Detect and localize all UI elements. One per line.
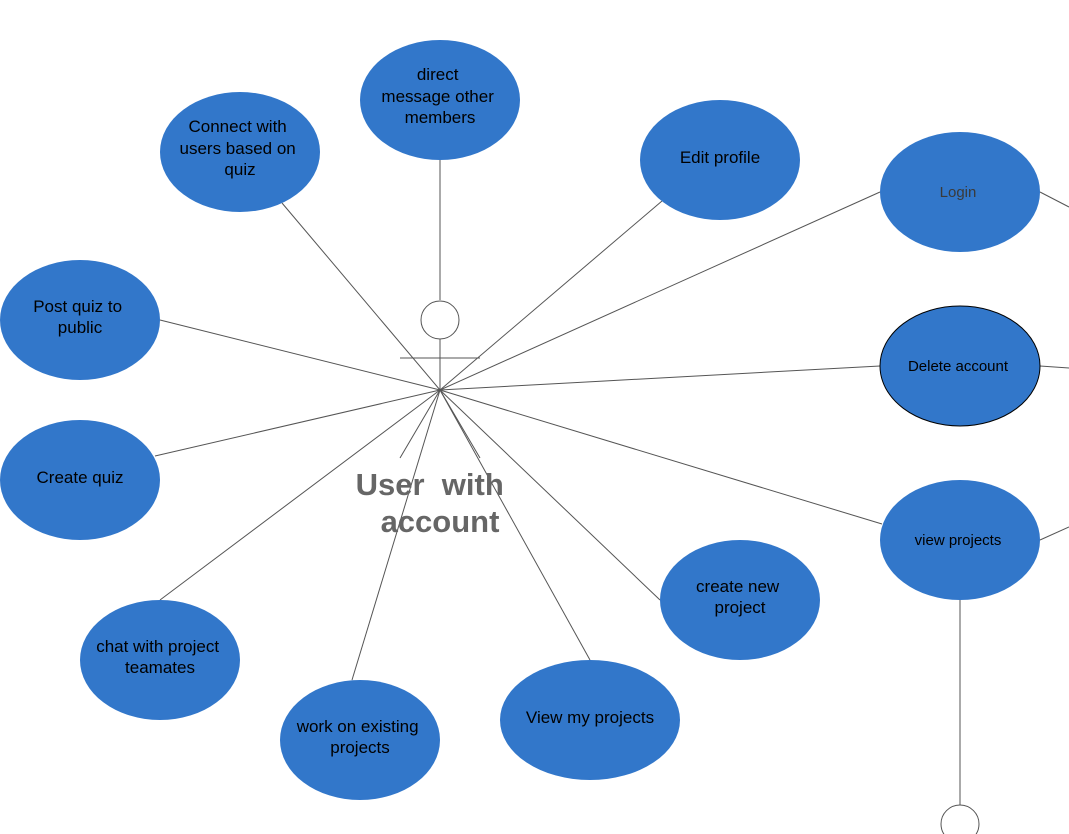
line-post-quiz bbox=[159, 319, 441, 391]
use-case-ellipse bbox=[280, 680, 440, 800]
use-case-ellipse bbox=[880, 480, 1040, 600]
line-delete-account bbox=[439, 365, 881, 391]
use-case-label: Create quiz bbox=[37, 468, 124, 487]
use-case-create-new-project[interactable]: create new project bbox=[660, 540, 820, 660]
use-case-ellipse bbox=[160, 92, 320, 212]
line-work-on-existing bbox=[351, 389, 441, 681]
use-case-label: chat with project teamates bbox=[96, 637, 224, 677]
use-case-ellipse bbox=[879, 305, 1041, 427]
use-case-label: Delete account bbox=[908, 358, 1009, 375]
actor-label: User with account bbox=[356, 467, 513, 539]
use-case-label: direct message other members bbox=[381, 65, 498, 127]
use-case-ellipse bbox=[360, 40, 520, 160]
use-case-ellipse bbox=[660, 540, 820, 660]
actor-left-leg bbox=[399, 389, 441, 459]
use-case-edit-profile[interactable]: Edit profile bbox=[640, 100, 800, 220]
line-view-my-projects bbox=[439, 389, 591, 661]
line-chat-with-teamates bbox=[159, 389, 441, 601]
line-delete-account-offscreen bbox=[1039, 365, 1069, 369]
actor-right-leg bbox=[439, 389, 481, 459]
secondary-actor-head bbox=[940, 804, 980, 834]
line-create-quiz bbox=[154, 389, 441, 457]
use-case-label: view projects bbox=[915, 532, 1002, 549]
use-case-ellipse bbox=[0, 260, 160, 380]
use-case-ellipse bbox=[500, 660, 680, 780]
use-case-label: View my projects bbox=[526, 708, 654, 727]
actor-label-line-2: account bbox=[381, 504, 500, 539]
line-view-projects bbox=[439, 389, 883, 525]
use-case-view-projects[interactable]: view projects bbox=[880, 480, 1040, 600]
use-case-label: work on existing projects bbox=[296, 717, 424, 757]
use-case-post-quiz[interactable]: Post quiz to public bbox=[0, 260, 160, 380]
use-case-label: Post quiz to public bbox=[33, 297, 127, 337]
use-case-direct-message[interactable]: direct message other members bbox=[360, 40, 520, 160]
use-case-ellipse bbox=[80, 600, 240, 720]
line-create-new-project bbox=[439, 389, 661, 601]
line-login-offscreen bbox=[1039, 191, 1069, 208]
line-connect-users bbox=[281, 202, 441, 391]
line-edit-profile bbox=[439, 200, 663, 391]
actor-head bbox=[420, 300, 460, 340]
actor-label-line-1: User with bbox=[356, 467, 504, 502]
use-case-connect-users[interactable]: Connect with users based on quiz bbox=[160, 92, 320, 212]
use-case-label: Connect with users based on quiz bbox=[180, 117, 301, 179]
use-case-login[interactable]: Login bbox=[880, 132, 1040, 252]
use-case-view-my-projects[interactable]: View my projects bbox=[500, 660, 680, 780]
use-case-label: create new project bbox=[696, 577, 784, 617]
line-view-projects-offscreen bbox=[1039, 526, 1069, 541]
use-case-ellipse bbox=[0, 420, 160, 540]
use-case-ellipse bbox=[880, 132, 1040, 252]
stick-figure-actor-icon[interactable] bbox=[399, 300, 481, 459]
use-case-label: Login bbox=[940, 184, 977, 201]
use-case-delete-account[interactable]: Delete account bbox=[879, 305, 1041, 427]
use-case-create-quiz[interactable]: Create quiz bbox=[0, 420, 160, 540]
use-case-chat-with-teamates[interactable]: chat with project teamates bbox=[80, 600, 240, 720]
use-case-ellipse bbox=[640, 100, 800, 220]
line-login bbox=[439, 191, 881, 391]
use-case-label: Edit profile bbox=[680, 148, 760, 167]
use-case-work-on-existing[interactable]: work on existing projects bbox=[280, 680, 440, 800]
association-lines bbox=[154, 160, 1069, 805]
